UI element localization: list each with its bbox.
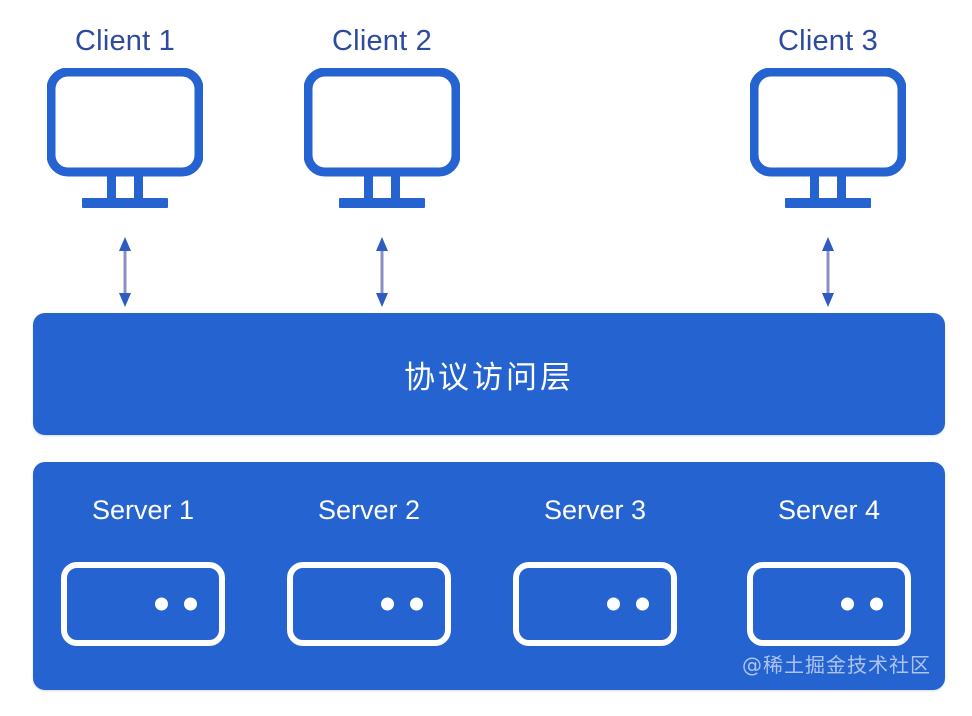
protocol-layer-label: 协议访问层: [404, 359, 574, 396]
monitor-icon: [749, 67, 907, 218]
indicator-dot: [870, 597, 883, 611]
server-label-4: Server 4: [777, 495, 881, 525]
server-indicator-lights: [381, 597, 423, 611]
server-label-1: Server 1: [91, 495, 195, 525]
server-box-icon: [61, 562, 225, 646]
monitor-icon: [46, 67, 204, 218]
client-arrow-3: [728, 236, 928, 308]
indicator-dot: [636, 597, 649, 611]
server-indicator-lights: [841, 597, 883, 611]
client-arrow-1: [25, 236, 225, 308]
client-label-3: Client 3: [778, 25, 878, 57]
indicator-dot: [841, 597, 854, 611]
indicator-dot: [381, 597, 394, 611]
server-group-3: Server 3: [491, 462, 699, 690]
monitor-icon: [303, 67, 461, 218]
server-indicator-lights: [607, 597, 649, 611]
server-box-icon: [747, 562, 911, 646]
server-box-icon: [287, 562, 451, 646]
server-label-3: Server 3: [543, 495, 647, 525]
client-label-1: Client 1: [75, 25, 175, 57]
client-group-1: Client 1: [25, 24, 225, 314]
client-group-2: Client 2: [282, 24, 482, 314]
server-group-4: Server 4: [725, 462, 933, 690]
indicator-dot: [155, 597, 168, 611]
client-arrow-2: [282, 236, 482, 308]
server-box-icon: [513, 562, 677, 646]
client-label-2: Client 2: [332, 25, 432, 57]
indicator-dot: [184, 597, 197, 611]
client-group-3: Client 3: [728, 24, 928, 314]
server-group-2: Server 2: [265, 462, 473, 690]
server-label-2: Server 2: [317, 495, 421, 525]
servers-panel: Server 1 Server 2 Server 3: [33, 462, 945, 690]
indicator-dot: [410, 597, 423, 611]
indicator-dot: [607, 597, 620, 611]
server-indicator-lights: [155, 597, 197, 611]
server-group-1: Server 1: [39, 462, 247, 690]
protocol-access-layer-panel: 协议访问层: [33, 313, 945, 435]
